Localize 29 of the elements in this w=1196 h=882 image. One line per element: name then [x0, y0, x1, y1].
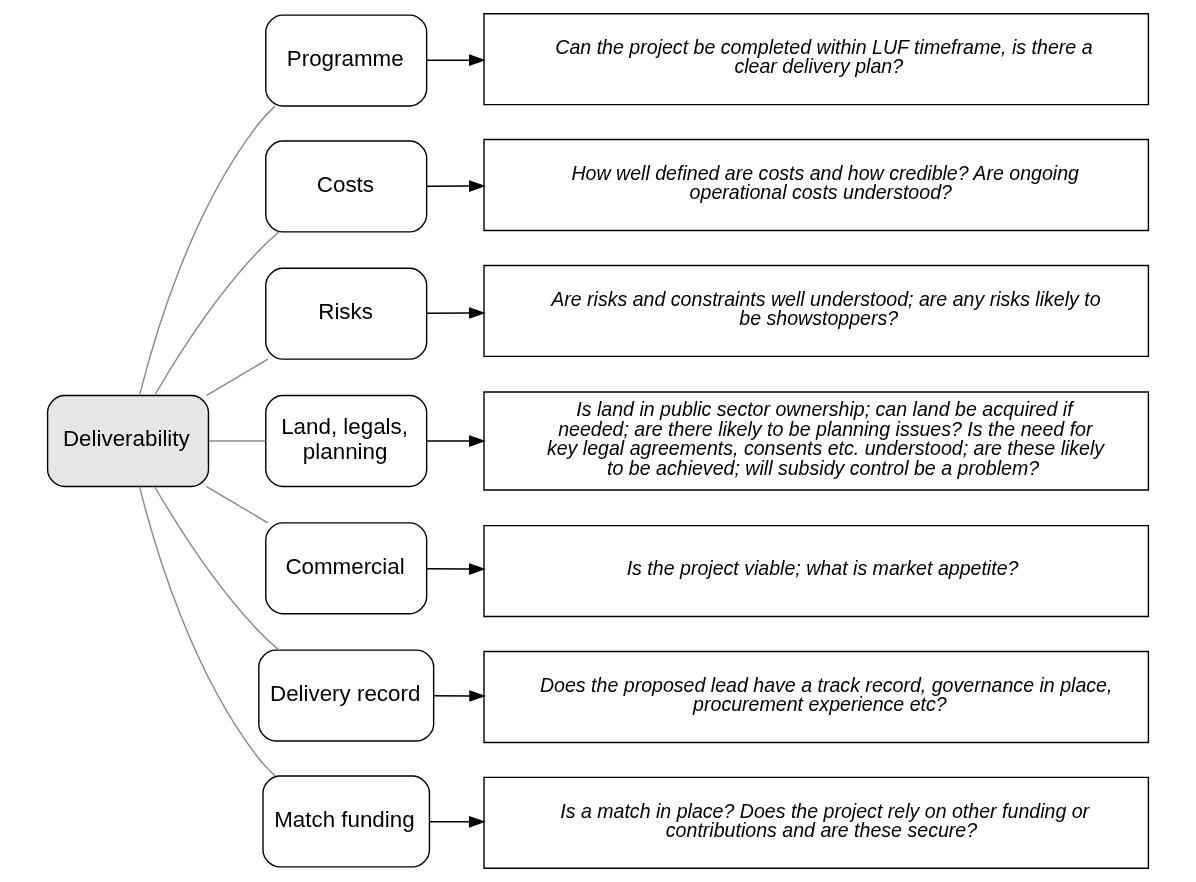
node-box: Is a match in place? Does the project rely on other funding or contributions and are these secure? — [483, 776, 1150, 870]
connector — [138, 105, 276, 397]
connector — [205, 485, 269, 524]
node-box: Risks — [265, 267, 428, 360]
node-box: Does the proposed lead have a track record, governance in place, procurement experience etc? — [483, 650, 1150, 744]
arrow — [426, 563, 486, 575]
node-box: How well defined are costs and how credible? Are ongoing operational costs understood? — [483, 138, 1150, 232]
node-box: Deliverability — [46, 394, 210, 488]
node-box: Match funding — [262, 775, 431, 868]
node-box: Is the project viable; what is market appetite? — [483, 524, 1150, 618]
node-box: Land, legals, planning — [265, 394, 428, 488]
node-box: Can the project be completed within LUF timeframe, is there a clear delivery plan? — [483, 13, 1150, 106]
connector — [153, 231, 280, 396]
connector — [208, 440, 267, 442]
arrow — [426, 54, 486, 67]
arrow — [426, 180, 486, 192]
arrow — [428, 815, 486, 828]
arrow — [426, 307, 486, 319]
arrow — [426, 435, 486, 447]
node-box: Is land in public sector ownership; can land be acquired if needed; are there likely to be planning issues? Is the need for key legal agreements, consents etc. understood; are these likely to be achieved; will subsidy control be a problem? — [483, 391, 1150, 491]
arrow — [433, 690, 487, 702]
node-box: Programme — [265, 14, 428, 107]
connector — [153, 486, 280, 651]
connector — [205, 358, 269, 397]
node-box: Are risks and constraints well understood; are any risks likely to be showstoppers? — [483, 264, 1150, 358]
node-box: Costs — [265, 140, 428, 233]
connector — [138, 485, 276, 777]
node-box: Delivery record — [258, 649, 435, 742]
node-box: Commercial — [265, 522, 428, 615]
